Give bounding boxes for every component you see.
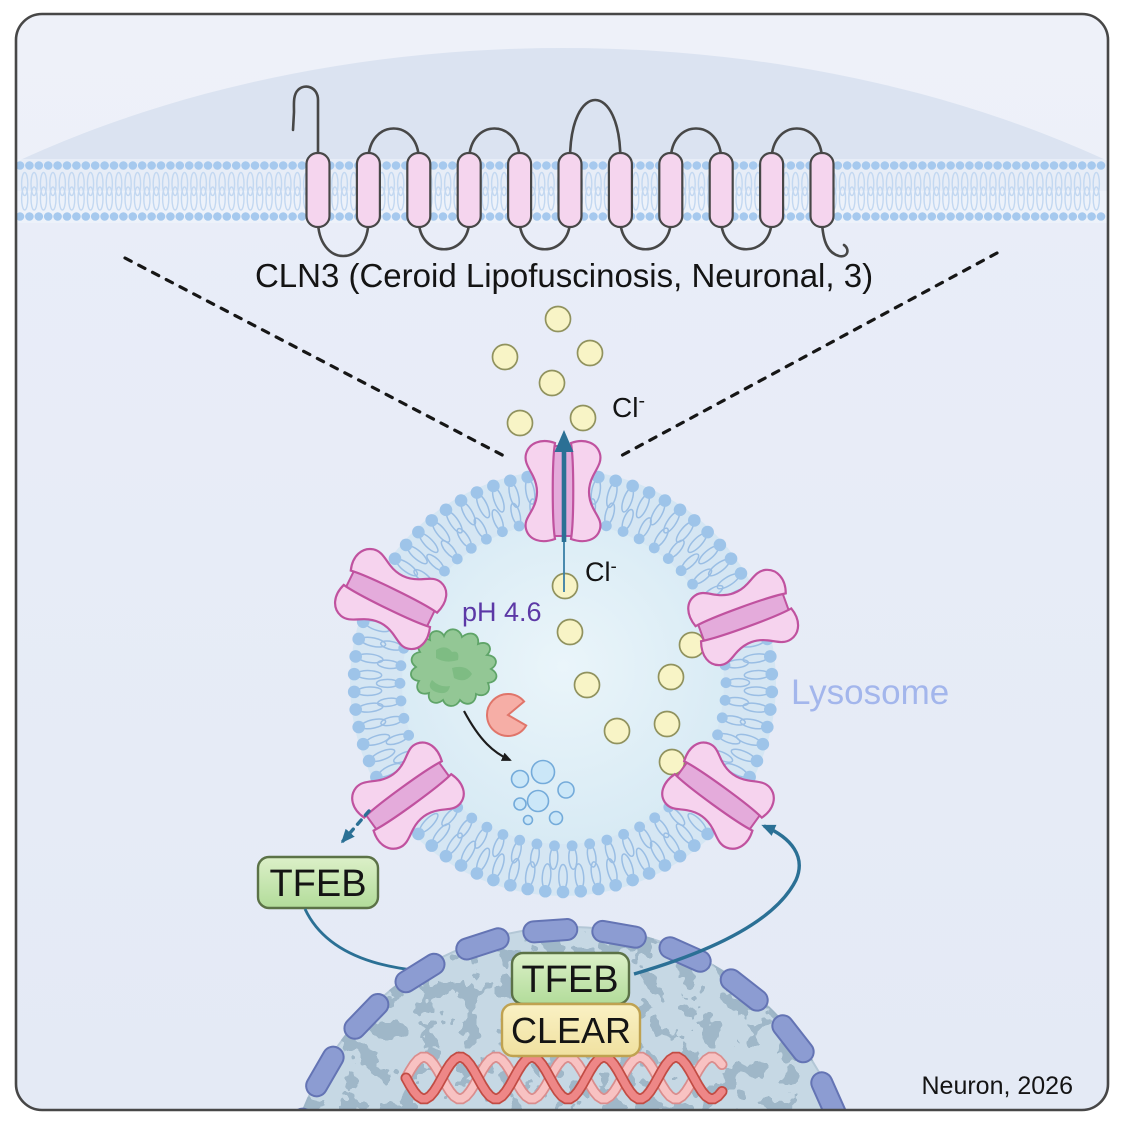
ph-label: pH 4.6 <box>462 597 542 627</box>
dna-helix-icon <box>400 1051 728 1105</box>
chloride-label-luminal: Cl- <box>585 556 617 587</box>
figure-frame-border <box>14 12 1110 1112</box>
substrate-blob-icon <box>410 628 498 707</box>
tfeb-box-nucleus-label: TFEB <box>521 959 618 1001</box>
lysosome: pH 4.6 Cl- <box>329 430 803 899</box>
figure-title: CLN3 (Ceroid Lipofuscinosis, Neuronal, 3… <box>255 257 873 294</box>
tfeb-box-cytosol-label: TFEB <box>269 863 366 905</box>
zoom-dashed-line-right <box>615 251 999 460</box>
clear-box-label: CLEAR <box>511 1010 631 1051</box>
clear-feedback-arrow <box>633 824 801 976</box>
credit-label: Neuron, 2026 <box>921 1072 1073 1100</box>
degraded-products-icon <box>510 759 575 826</box>
lysosome-label: Lysosome <box>791 673 949 712</box>
tfeb-release-dashed-arrow <box>341 809 371 844</box>
degradation-arrow <box>463 710 512 762</box>
cln3-protein-topology-icon <box>291 85 849 258</box>
lysosome-lumen <box>397 517 729 849</box>
clear-box <box>500 1002 642 1058</box>
chloride-efflux-arrow <box>554 430 574 592</box>
zoom-dashed-line-left <box>123 256 510 460</box>
chloride-ions-luminal-icon <box>551 572 706 776</box>
nuclear-envelope-icon <box>281 918 847 1110</box>
nucleus-icon: TFEB CLEAR <box>281 918 857 1110</box>
chloride-ions-cytosolic-icon <box>491 305 604 437</box>
enzyme-pacman-icon <box>486 693 528 737</box>
chloride-label-cytosolic: Cl- <box>612 390 645 423</box>
tfeb-box-cytosol <box>256 855 380 910</box>
